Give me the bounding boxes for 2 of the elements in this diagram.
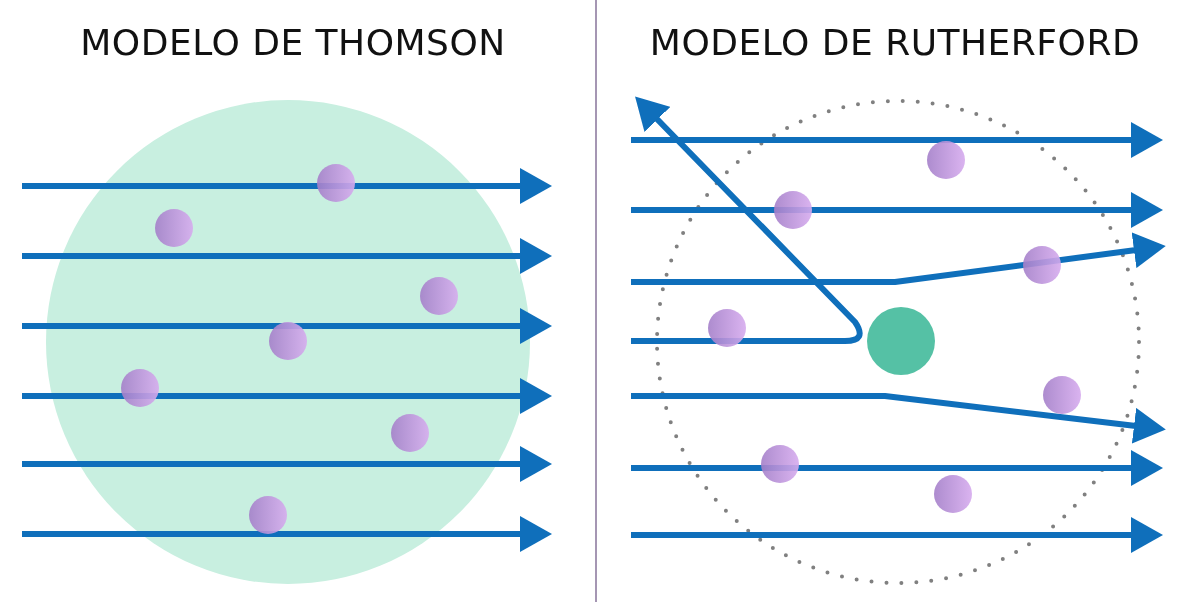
model-title: MODELO DE RUTHERFORD (649, 22, 1141, 63)
model-title: MODELO DE THOMSON (80, 22, 506, 63)
